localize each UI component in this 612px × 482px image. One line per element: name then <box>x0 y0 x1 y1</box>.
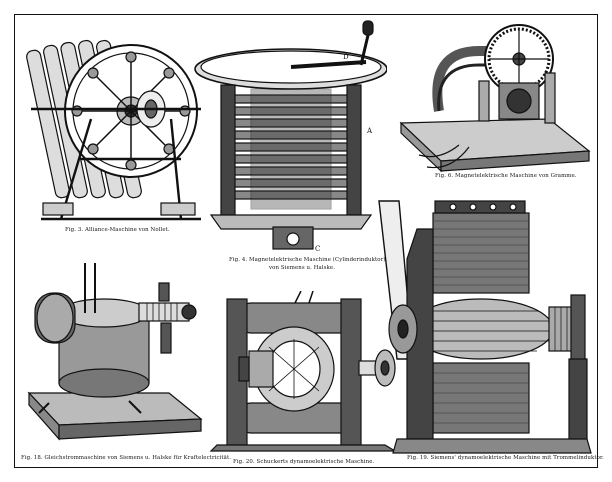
caption-fig-4-line2: von Siemens u. Halske. <box>269 265 336 271</box>
figure-schuckert-dynamo <box>209 291 403 453</box>
label-c: C <box>315 245 320 253</box>
cylinder-inductor-illustration: D A C <box>194 20 387 253</box>
schuckert-dynamo-illustration <box>209 291 398 452</box>
caption-fig-18: Fig. 18. Gleichstrommaschine von Siemens… <box>21 455 232 461</box>
drum-armature-dynamo-illustration <box>378 200 592 454</box>
figure-drum-armature-dynamo <box>373 199 595 457</box>
label-d: D <box>343 53 349 61</box>
figure-dc-machine <box>19 253 219 449</box>
label-a: A <box>366 127 373 135</box>
caption-fig-19: Fig. 19. Siemens' dynamoelektrische Masc… <box>407 455 604 461</box>
figure-alliance-machine <box>21 19 211 229</box>
caption-fig-3: Fig. 3. Alliance-Maschine von Nollet. <box>65 227 170 233</box>
figure-gramme-machine <box>399 21 595 181</box>
caption-fig-20: Fig. 20. Schuckerts dynamoelektrische Ma… <box>233 459 375 465</box>
alliance-machine-illustration <box>26 39 201 221</box>
dc-machine-illustration <box>27 263 203 441</box>
figure-cylinder-inductor: D A C <box>191 17 387 255</box>
caption-fig-6: Fig. 6. Magnetelektrische Maschine von G… <box>435 173 577 179</box>
gramme-machine-illustration <box>399 24 591 173</box>
caption-fig-4-line1: Fig. 4. Magnetelektrische Maschine (Cyli… <box>229 257 386 263</box>
engraving-plate: Fig. 3. Alliance-Maschine von Nollet. <box>14 14 604 468</box>
